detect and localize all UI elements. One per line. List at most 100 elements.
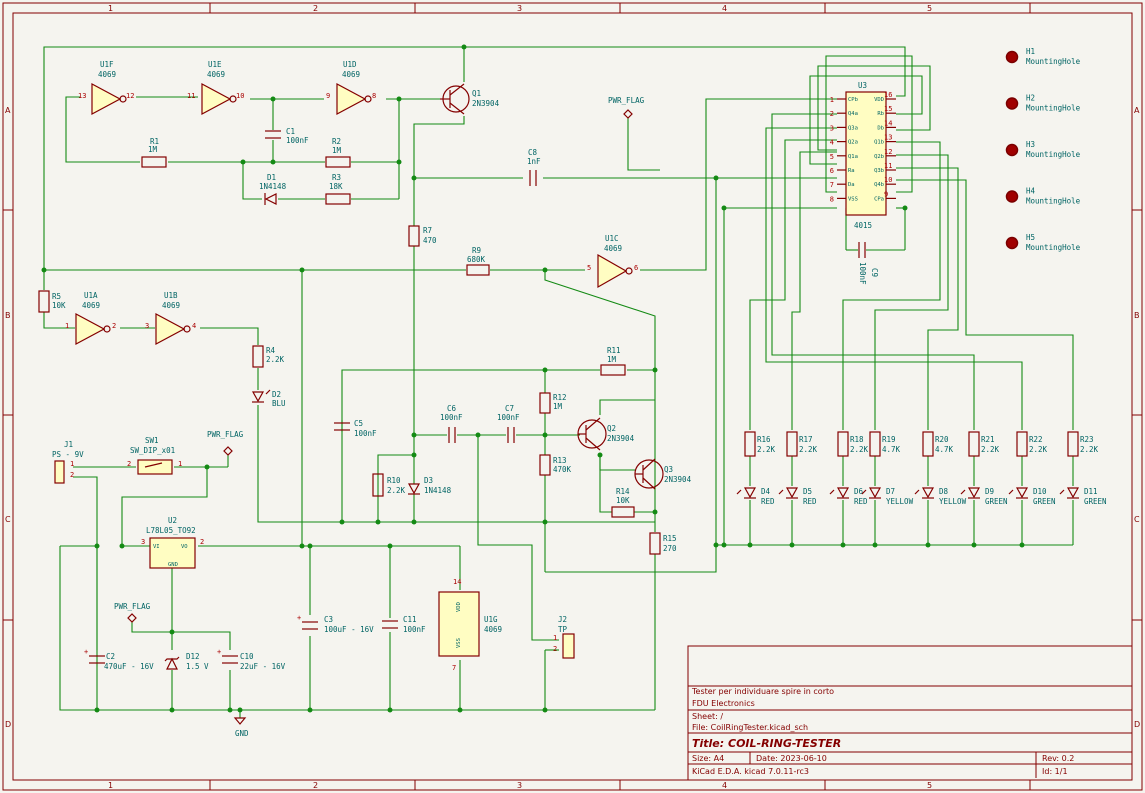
pwr-flag-3: PWR_FLAG: [114, 602, 151, 623]
grid-col-label: 4: [722, 781, 727, 790]
u3-pin-number: 13: [884, 134, 892, 142]
led-resistor-ref: R17: [799, 435, 813, 444]
svg-text:J1: J1: [64, 440, 73, 449]
svg-text:R9: R9: [472, 246, 481, 255]
mounting-hole-icon: [1005, 50, 1019, 64]
grid-row-label: C: [1134, 515, 1140, 524]
u3-pin-name: Q4a: [848, 111, 858, 117]
u3-pin-number: 15: [884, 105, 892, 113]
u3-pin-number: 4: [830, 139, 834, 147]
svg-text:GND: GND: [168, 562, 178, 568]
grid-col-label: 4: [722, 4, 727, 13]
u3-pin-name: Q1a: [848, 154, 858, 160]
svg-text:U3: U3: [858, 81, 867, 90]
mounting-hole-icon: [1005, 143, 1019, 157]
svg-text:470: 470: [423, 236, 437, 245]
u3-pin-name: Q4b: [874, 182, 884, 188]
svg-text:100nF: 100nF: [497, 413, 520, 422]
led-symbol: [743, 487, 757, 499]
u3-pin-name: Db: [877, 125, 884, 131]
svg-text:C8: C8: [528, 148, 538, 157]
led-resistor-ref: R16: [757, 435, 771, 444]
mounting-hole-value: MountingHole: [1026, 57, 1081, 66]
svg-text:2: 2: [200, 538, 204, 546]
svg-text:VDD: VDD: [456, 602, 462, 612]
svg-text:1M: 1M: [607, 355, 617, 364]
led-resistor-value: 4.7K: [882, 445, 901, 454]
svg-text:SW1: SW1: [145, 436, 159, 445]
svg-text:+: +: [84, 648, 88, 656]
svg-text:SW_DIP_x01: SW_DIP_x01: [130, 446, 175, 455]
svg-text:VSS: VSS: [456, 638, 462, 648]
svg-text:100nF: 100nF: [858, 262, 867, 285]
led-ref: D9: [985, 487, 994, 496]
tb-company: FDU Electronics: [692, 699, 755, 708]
led-resistor: [744, 431, 756, 457]
led-resistor-ref: R23: [1080, 435, 1094, 444]
svg-text:1M: 1M: [553, 402, 563, 411]
svg-text:1: 1: [553, 634, 557, 642]
svg-text:C5: C5: [354, 419, 363, 428]
svg-text:PWR_FLAG: PWR_FLAG: [114, 602, 151, 611]
grid-col-label: 2: [313, 4, 318, 13]
led-symbol: [1066, 487, 1080, 499]
svg-text:14: 14: [453, 578, 461, 586]
u3-pin-number: 1: [830, 96, 834, 104]
svg-text:J2: J2: [558, 615, 567, 624]
led-color: GREEN: [1033, 497, 1056, 506]
led-symbol: [836, 487, 850, 499]
mounting-hole-icon: [1005, 97, 1019, 110]
led-resistor: [968, 431, 980, 457]
capacitor-c9: C9 100nF: [858, 242, 879, 285]
svg-text:4: 4: [192, 322, 196, 330]
led-resistor: [786, 431, 798, 457]
mounting-hole-value: MountingHole: [1026, 243, 1081, 252]
led-resistor-ref: R18: [850, 435, 864, 444]
svg-text:1N4148: 1N4148: [259, 182, 287, 191]
svg-text:1: 1: [65, 322, 69, 330]
grid-col-label: 3: [517, 781, 522, 790]
u3-pin-number: 14: [884, 119, 892, 127]
led-resistor-value: 2.2K: [799, 445, 818, 454]
u3-pin-number: 2: [830, 110, 834, 118]
led-symbol: [785, 487, 799, 499]
grid-row-label: C: [5, 515, 11, 524]
grid-row-label: D: [5, 720, 11, 729]
svg-text:+: +: [297, 614, 301, 622]
led-color: GREEN: [985, 497, 1008, 506]
svg-text:4069: 4069: [604, 244, 622, 253]
pwr-flag-2: PWR_FLAG: [608, 96, 645, 119]
svg-text:7: 7: [452, 664, 456, 672]
svg-text:PWR_FLAG: PWR_FLAG: [207, 430, 244, 439]
led-resistor-value: 4.7K: [935, 445, 954, 454]
led-resistor-value: 2.2K: [981, 445, 1000, 454]
led-color: GREEN: [1084, 497, 1107, 506]
led-symbol: [921, 487, 935, 499]
svg-text:U2: U2: [168, 516, 177, 525]
svg-text:U1B: U1B: [164, 291, 178, 300]
mounting-hole-ref: H4: [1026, 187, 1036, 196]
grid-row-label: B: [5, 311, 11, 320]
led-color: YELLOW: [939, 497, 967, 506]
svg-text:R7: R7: [423, 226, 432, 235]
svg-text:BLU: BLU: [272, 399, 286, 408]
led-ref: D8: [939, 487, 949, 496]
u3-pin-number: 6: [830, 167, 834, 175]
svg-text:100nF: 100nF: [403, 625, 426, 634]
mounting-hole-ref: H3: [1026, 140, 1035, 149]
